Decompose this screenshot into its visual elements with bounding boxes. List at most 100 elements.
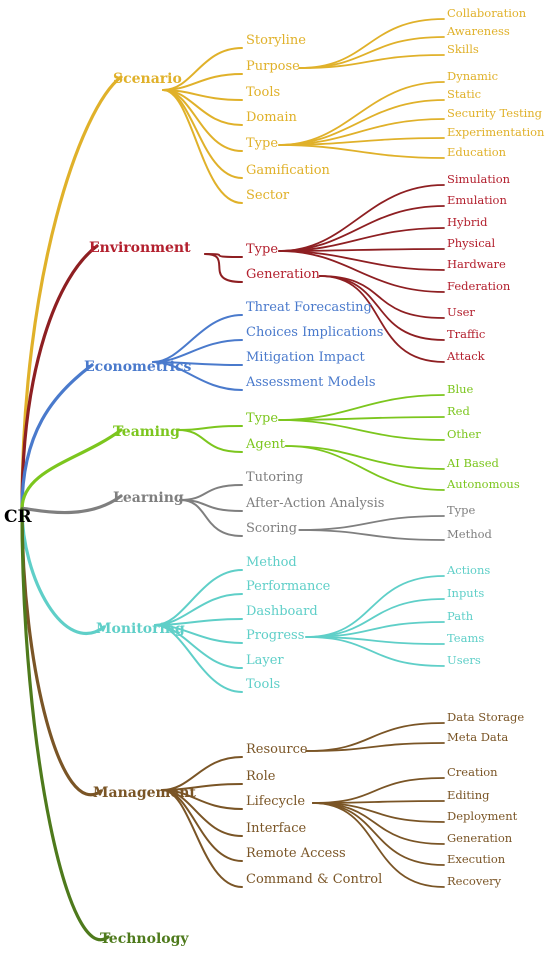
edge-monitoring-3-0 xyxy=(305,575,445,638)
learning-child-label: Tutoring xyxy=(246,470,303,485)
teaming-child-label: Agent xyxy=(245,437,286,452)
scenario-leaf-label: Static xyxy=(447,87,481,101)
management-child-label: Command & Control xyxy=(246,872,382,887)
edge-environment-0-0 xyxy=(278,184,445,252)
econometrics-child-label: Mitigation Impact xyxy=(246,350,365,365)
scenario-child-label: Sector xyxy=(246,188,290,203)
branch-management-label: Management xyxy=(93,785,196,801)
environment-leaf-label: Hardware xyxy=(447,257,506,271)
edge-environment-0-1 xyxy=(278,205,445,252)
econometrics-child-label: Choices Implications xyxy=(246,325,383,340)
environment-leaf-label: Emulation xyxy=(447,193,507,207)
edge-scenario-5 xyxy=(162,89,243,179)
edge-monitoring-3-2 xyxy=(305,621,445,638)
scenario-leaf-label: Dynamic xyxy=(447,69,498,83)
branch-econometrics-label: Econometrics xyxy=(84,359,191,375)
environment-leaf-label: User xyxy=(447,305,475,319)
trunk-scenario xyxy=(20,75,123,511)
scenario-child-label: Tools xyxy=(246,85,280,100)
environment-leaf-label: Physical xyxy=(447,236,496,250)
monitoring-leaf-label: Teams xyxy=(447,631,484,645)
monitoring-child-label: Dashboard xyxy=(246,604,318,619)
root-node-label: CR xyxy=(4,507,33,527)
edge-management-2-0 xyxy=(311,777,445,804)
scenario-child-label: Gamification xyxy=(246,163,331,178)
monitoring-child-label: Progress xyxy=(246,628,304,643)
management-leaf-label: Data Storage xyxy=(447,710,524,724)
trunk-learning xyxy=(20,494,123,515)
edge-monitoring-0 xyxy=(154,569,243,626)
scenario-leaf-label: Security Testing xyxy=(447,106,543,120)
management-leaf-label: Generation xyxy=(447,831,513,845)
edge-econometrics-3 xyxy=(152,361,243,391)
management-leaf-label: Editing xyxy=(447,788,490,802)
environment-child-label: Generation xyxy=(246,267,320,282)
management-child-label: Role xyxy=(246,769,276,784)
branch-learning-label: Learning xyxy=(113,490,184,506)
monitoring-leaf-label: Actions xyxy=(446,563,490,577)
edge-learning-0 xyxy=(179,484,243,501)
trunk-econometrics xyxy=(20,363,94,511)
trunk-teaming xyxy=(20,428,123,511)
monitoring-leaf-label: Inputs xyxy=(447,586,484,600)
edge-teaming-0-2 xyxy=(278,419,445,441)
scenario-leaf-label: Skills xyxy=(447,42,479,56)
edge-teaming-1-1 xyxy=(284,445,445,491)
teaming-leaf-label: Blue xyxy=(447,382,474,396)
edge-teaming-1-0 xyxy=(284,445,445,470)
edge-management-2-5 xyxy=(311,802,445,888)
edges-layer xyxy=(20,18,445,942)
edge-scenario-4-4 xyxy=(278,144,445,159)
learning-child-label: After-Action Analysis xyxy=(245,496,384,511)
scenario-leaf-label: Education xyxy=(447,145,507,159)
monitoring-child-label: Performance xyxy=(246,579,331,594)
management-leaf-label: Meta Data xyxy=(447,730,508,744)
learning-child-label: Scoring xyxy=(246,521,297,536)
branch-teaming-label: Teaming xyxy=(113,424,180,440)
edge-management-5 xyxy=(161,789,243,888)
edge-learning-2 xyxy=(179,499,243,537)
trunk-environment xyxy=(20,244,99,511)
teaming-leaf-label: Autonomous xyxy=(446,477,520,491)
environment-leaf-label: Attack xyxy=(446,349,486,363)
environment-child-label: Type xyxy=(246,242,278,257)
monitoring-child-label: Layer xyxy=(246,653,284,668)
management-child-label: Remote Access xyxy=(246,846,346,861)
econometrics-child-label: Threat Forecasting xyxy=(246,300,372,315)
edge-learning-2-0 xyxy=(298,515,445,531)
branch-scenario-label: Scenario xyxy=(113,71,182,87)
edge-teaming-0 xyxy=(177,425,243,431)
scenario-leaf-label: Collaboration xyxy=(447,6,527,20)
edge-learning-2-1 xyxy=(298,529,445,541)
monitoring-leaf-label: Path xyxy=(447,609,474,623)
teaming-leaf-label: Red xyxy=(447,404,470,418)
edge-environment-0-5 xyxy=(278,250,445,293)
edge-scenario-1-2 xyxy=(298,54,445,69)
teaming-leaf-label: Other xyxy=(447,427,481,441)
trunk-monitoring xyxy=(20,507,106,636)
management-leaf-label: Creation xyxy=(447,765,498,779)
environment-leaf-label: Federation xyxy=(447,279,511,293)
management-child-label: Interface xyxy=(246,821,306,836)
scenario-child-label: Type xyxy=(246,136,278,151)
edge-teaming-1 xyxy=(177,429,243,453)
management-child-label: Lifecycle xyxy=(246,794,305,809)
labels-layer: CRScenarioStorylinePurposeCollaborationA… xyxy=(4,6,545,947)
management-leaf-label: Execution xyxy=(447,852,506,866)
edge-management-0-1 xyxy=(305,742,445,752)
edge-econometrics-0 xyxy=(152,314,243,363)
branch-technology-label: Technology xyxy=(100,931,189,947)
environment-leaf-label: Hybrid xyxy=(447,215,488,229)
learning-leaf-label: Method xyxy=(447,527,493,541)
scenario-leaf-label: Awareness xyxy=(446,24,510,38)
scenario-leaf-label: Experimentation xyxy=(447,125,545,139)
monitoring-leaf-label: Users xyxy=(447,653,481,667)
environment-leaf-label: Simulation xyxy=(447,172,511,186)
management-child-label: Resource xyxy=(246,742,308,757)
trunk-technology xyxy=(20,507,110,942)
teaming-child-label: Type xyxy=(246,411,278,426)
teaming-leaf-label: AI Based xyxy=(446,456,500,470)
monitoring-child-label: Tools xyxy=(246,677,280,692)
scenario-child-label: Storyline xyxy=(246,33,306,48)
trunk-management xyxy=(20,507,103,797)
